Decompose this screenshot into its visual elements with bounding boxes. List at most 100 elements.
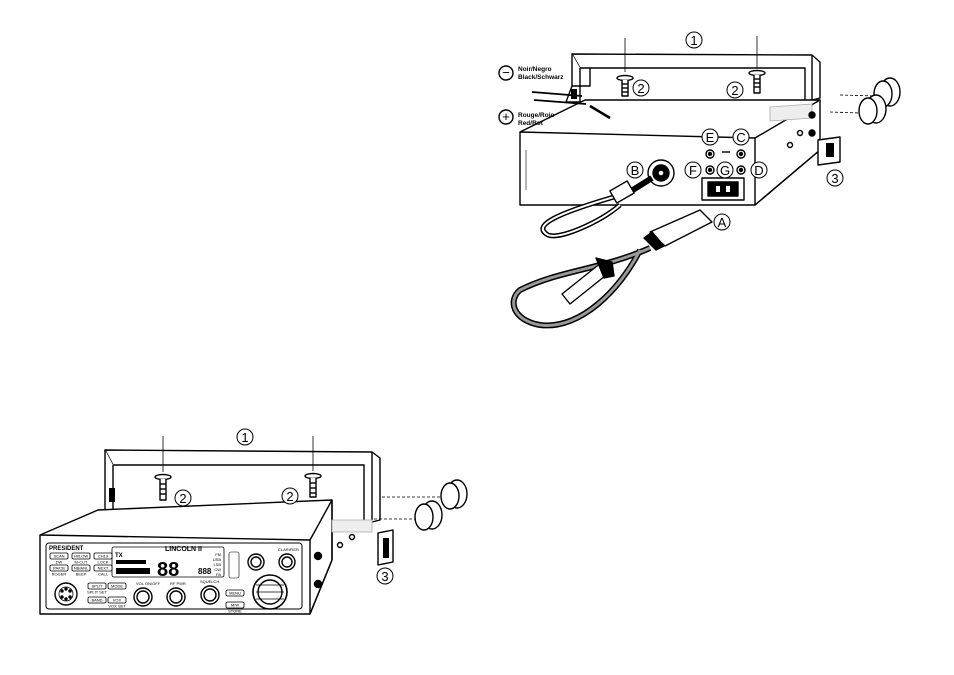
knob-label-rf-power: RF PWR — [170, 581, 186, 586]
top-callout-1: 1 — [690, 33, 697, 48]
radio-button-label: MENU — [229, 591, 241, 596]
callout-g: G — [720, 163, 730, 178]
radio-button-sublabel: BEEP — [76, 572, 87, 577]
bottom-callout-3: 3 — [381, 569, 388, 584]
mode-label-cw: CW — [214, 567, 221, 572]
radio-button-pa-cb[interactable] — [49, 564, 69, 572]
jack-c — [736, 149, 746, 159]
positive-wire-label-2: Red/Rot — [518, 120, 544, 127]
callout-d: D — [754, 163, 763, 178]
radio-button-label: M/W — [231, 603, 239, 608]
radio-button-group: SCANDWHI/LOWM-CUTPA/CBROGERNB/ANLBEEPCH1… — [49, 552, 245, 614]
radio-button-sublabel: STORE — [228, 609, 242, 614]
power-socket-a — [701, 177, 745, 201]
bottom-knob-lower — [374, 500, 443, 531]
knob-label-clarifier: CLARIFIER — [278, 547, 299, 552]
radio-button-label: SCAN — [53, 554, 64, 559]
radio-button-label: SPLIT — [91, 584, 103, 589]
radio-button-menu[interactable] — [225, 589, 245, 597]
radio-model-name: LINCOLN II — [165, 546, 202, 553]
radio-button-sublabel: DW — [56, 560, 63, 565]
radio-button-sublabel: CALL — [98, 572, 109, 577]
radio-button-sublabel: ROGER — [52, 572, 67, 577]
top-callout-2-left: 2 — [637, 81, 644, 96]
radio-brand-logo: PRESIDENT — [49, 546, 84, 552]
battery-leads — [531, 91, 611, 120]
radio-button-vox[interactable] — [107, 596, 127, 604]
jack-e — [705, 149, 715, 159]
top-mounting-bracket — [565, 53, 821, 103]
radio-button-label: BAND — [91, 598, 102, 603]
radio-button-label: PA/CB — [53, 566, 65, 571]
channel-digits: 88 — [157, 559, 179, 581]
antenna-cable — [540, 175, 654, 239]
bottom-callout-2-left: 2 — [179, 491, 186, 506]
knob-label-squelch: SQUELCH — [200, 579, 219, 584]
callout-c: C — [736, 130, 745, 145]
lcd-segments — [116, 568, 150, 574]
radio-button-label: NEXT — [98, 566, 109, 571]
radio-button-label: MODE — [111, 584, 123, 589]
mode-label-usb: USB — [213, 557, 222, 562]
top-screw-right — [748, 36, 766, 94]
s-meter-bar — [116, 560, 146, 564]
mode-label-fm: FM — [215, 552, 221, 557]
radio-button-sublabel: VOX SET — [108, 604, 126, 609]
volume-knob[interactable] — [133, 587, 153, 607]
frequency-digits: 888 — [198, 567, 212, 576]
clarifier-knob[interactable] — [278, 553, 296, 571]
bottom-knob-upper — [382, 479, 468, 510]
radio-button-sublabel: SPLIT SET — [87, 590, 107, 595]
top-knob-lower — [829, 94, 887, 125]
bottom-screw-right — [304, 436, 322, 498]
inline-fuse-holder — [561, 257, 615, 305]
top-callout-2-right: 2 — [731, 83, 738, 98]
radio-button-m-w[interactable] — [225, 601, 245, 609]
bottom-clip-3 — [331, 519, 394, 566]
knob-label-volume: VOL ON/OFF — [136, 581, 161, 586]
top-clip-3 — [769, 103, 841, 166]
mode-label-lsb: LSB — [213, 562, 221, 567]
bottom-mounting-bracket — [104, 449, 381, 525]
radio-button-label: HI/LOW — [74, 554, 88, 559]
radio-button-scan[interactable] — [49, 552, 69, 560]
callout-f: F — [689, 163, 697, 178]
negative-symbol — [498, 65, 514, 81]
callout-e: E — [706, 130, 715, 145]
callout-a: A — [718, 215, 727, 230]
top-radio-body — [519, 99, 821, 206]
top-callout-3: 3 — [831, 171, 838, 186]
radio-button-hi-low[interactable] — [71, 552, 91, 560]
positive-symbol-text: + — [502, 109, 510, 124]
antenna-socket-b — [647, 159, 675, 187]
radio-button-nb-anl[interactable] — [71, 564, 91, 572]
radio-button-ch19[interactable] — [93, 552, 113, 560]
radio-button-label: NB/ANL — [74, 566, 89, 571]
bottom-callout-1: 1 — [241, 430, 248, 445]
negative-symbol-text: − — [502, 65, 510, 80]
radio-button-sublabel: M-CUT — [75, 560, 88, 565]
jack-d — [736, 165, 746, 175]
positive-wire-label-1: Rouge/Rojo — [518, 112, 554, 119]
tx-indicator: TX — [115, 553, 123, 559]
radio-button-split[interactable] — [87, 582, 107, 590]
positive-symbol — [498, 109, 514, 125]
callout-b: B — [631, 163, 640, 178]
radio-button-next[interactable] — [93, 564, 113, 572]
top-rear-view-diagram — [498, 31, 901, 329]
mode-label-pa: PA — [216, 572, 221, 577]
microphone-socket — [54, 582, 78, 606]
radio-button-band[interactable] — [87, 596, 107, 604]
channel-selector-knob[interactable] — [252, 574, 288, 610]
radio-button-sublabel: LOCK — [98, 560, 109, 565]
jack-f — [705, 165, 715, 175]
radio-button-mode[interactable] — [107, 582, 127, 590]
negative-wire-label-1: Noir/Negro — [518, 66, 552, 73]
rf-power-knob[interactable] — [166, 587, 186, 607]
power-cable — [510, 209, 713, 329]
rf-gain-knob[interactable] — [247, 553, 265, 571]
squelch-knob[interactable] — [200, 585, 220, 605]
bottom-callout-2-right: 2 — [286, 489, 293, 504]
